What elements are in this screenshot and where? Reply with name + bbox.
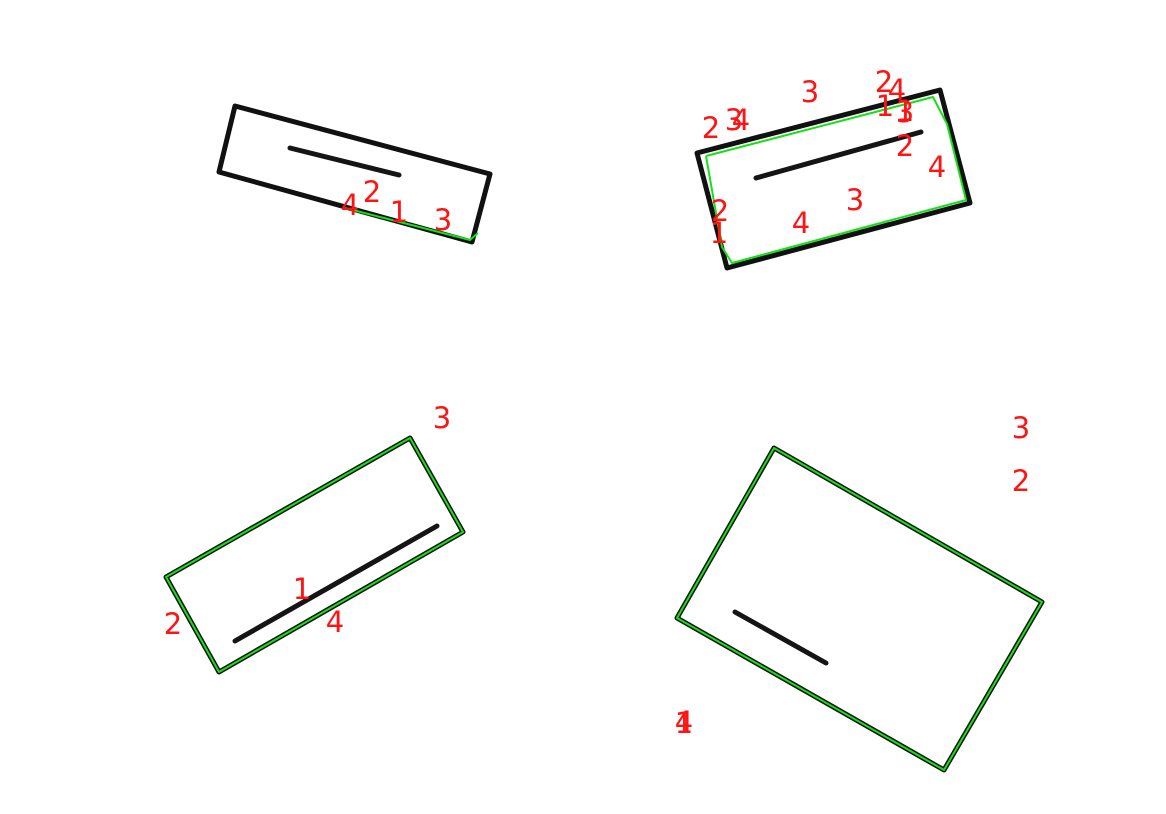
vertex-label: 4 [928,150,946,184]
vertex-label: 3 [434,203,452,237]
fit-line [344,207,479,241]
vertex-label: 4 [326,605,344,639]
shape-bottom-right [674,445,1045,773]
labels-bottom-left: 3 14 2 [164,401,451,641]
vertex-label: 4 [675,705,693,739]
vertex-label: 1 [710,216,728,250]
vertex-label: 3 [1012,411,1030,445]
shape-top-right [694,87,973,271]
vertex-label: 2 [896,129,914,163]
vertex-label: 3 [801,75,819,109]
vertex-label: 3 [896,95,914,129]
vertex-label: 1 [293,572,311,606]
vertex-label: 2 [702,111,720,145]
fit-line [676,447,1043,771]
inner-bar [732,609,829,666]
vertex-label: 3 [725,103,743,137]
vertex-label: 2 [875,65,893,99]
inner-bar [753,129,924,181]
vertex-label: 1 [896,94,914,128]
inner-bar [287,145,402,178]
rectangle-outline [694,87,973,271]
vertex-label: 4 [888,73,906,107]
vertex-label: 3 [846,183,864,217]
shape-top-left [216,103,493,245]
rectangle-outline [163,435,466,675]
vertex-label: 4 [792,206,810,240]
vertex-label: 2 [1012,464,1030,498]
vertex-label: 1 [876,89,894,123]
vertex-label: 1 [675,706,693,740]
vertex-label: 2 [363,175,381,209]
vertex-label: 4 [732,103,750,137]
fit-line [165,437,464,673]
shape-bottom-left [163,435,466,675]
vertex-label: 4 [341,188,359,222]
vertex-label: 3 [433,401,451,435]
fit-line [705,96,967,264]
vertex-label: 1 [390,195,408,229]
rectangle-outline [216,103,493,245]
vertex-label: 2 [164,607,182,641]
vertex-label: 2 [711,194,729,228]
inner-bar [232,523,440,644]
labels-bottom-right: 3 2 41 [675,411,1030,740]
